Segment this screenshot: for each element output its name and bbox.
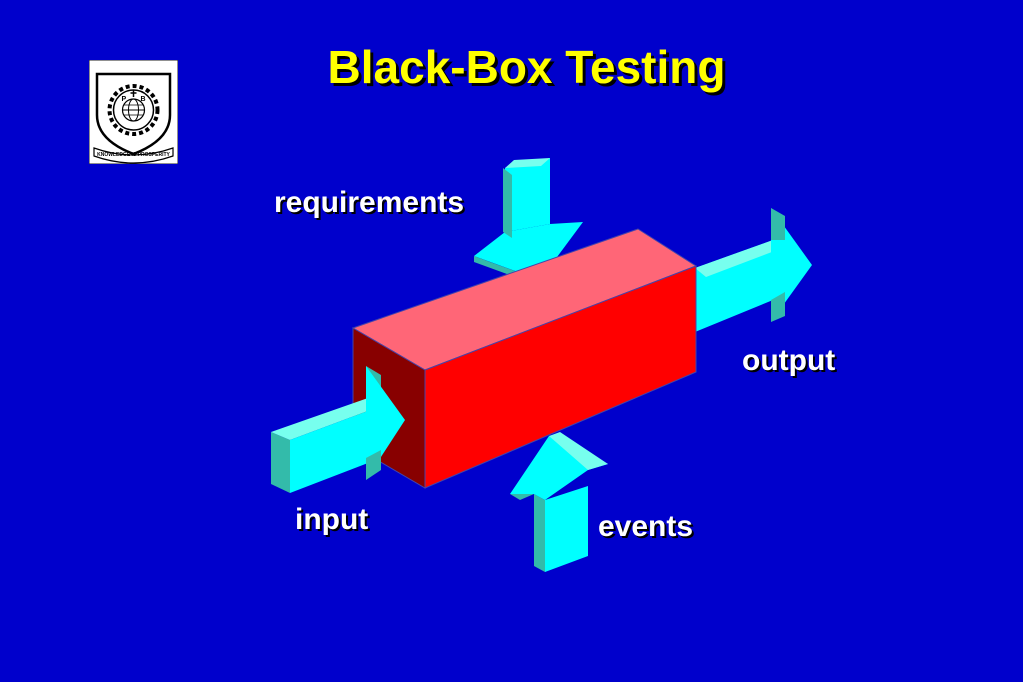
college-emblem-icon: P B KNOWLEDGE IS PROSPERITY (89, 60, 178, 164)
label-input: input (295, 503, 369, 536)
logo-letter-p: P (122, 96, 127, 103)
output-arrow (695, 208, 812, 332)
input-arrow (271, 366, 405, 493)
label-output: output (742, 344, 836, 377)
slide-title: Black-Box Testing (327, 41, 726, 93)
logo-letter-b: B (141, 96, 146, 103)
label-events: events (598, 510, 694, 543)
events-arrow (510, 432, 608, 572)
requirements-arrow (474, 158, 583, 286)
logo-motto: KNOWLEDGE IS PROSPERITY (97, 152, 170, 158)
label-requirements: requirements (274, 186, 465, 219)
